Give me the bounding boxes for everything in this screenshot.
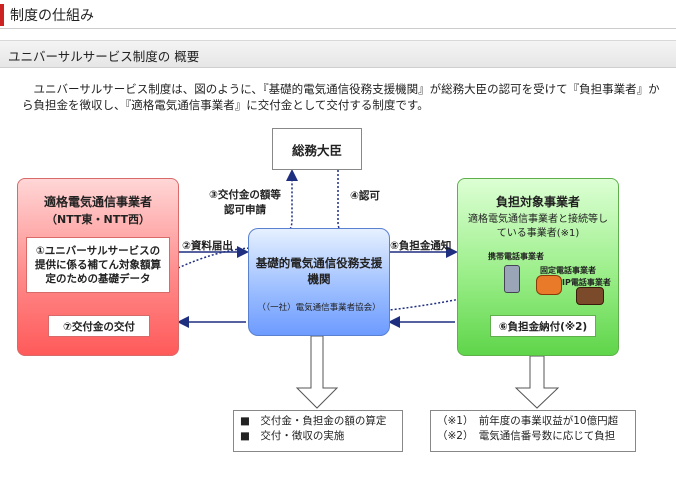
ip-phone-icon (576, 287, 604, 305)
eligible-carrier-box: 適格電気通信事業者 （NTT東・NTT西） ①ユニバーサルサービスの提供に係る補… (17, 178, 179, 356)
page-title: 制度の仕組み (10, 8, 94, 24)
burden-title: 負担対象事業者 (495, 195, 580, 209)
grant-box: ⑦交付金の交付 (48, 315, 150, 337)
minister-box: 総務大臣 (272, 128, 362, 170)
burden-carrier-box: 負担対象事業者 適格電気通信事業者と接続等している事業者(※1) 携帯電話事業者… (457, 178, 619, 356)
arrow-3-label: ③交付金の額等認可申請 (209, 189, 281, 216)
dotted-connector-left (177, 247, 251, 269)
support-agency-box: 基礎的電気通信役務支援機関 （（一社）電気通信事業者協会） (248, 228, 390, 336)
ip-label: IP電話事業者 (562, 278, 611, 287)
intro-text: ユニバーサルサービス制度は、図のように、『基礎的電気通信役務支援機関』が総務大臣… (22, 82, 660, 112)
section-header: ユニバーサルサービス制度の 概要 (0, 40, 676, 68)
minister-label: 総務大臣 (291, 143, 342, 158)
arrow-5-label: ⑤負担金通知 (390, 240, 452, 252)
header-accent-bar (0, 4, 4, 26)
down-arrow-burden (514, 355, 560, 409)
fixed-phone-icon (536, 275, 562, 295)
header-rule (0, 28, 676, 29)
eligible-data-box: ①ユニバーサルサービスの提供に係る補てん対象額算定のための基礎データ (26, 237, 170, 293)
section-title: ユニバーサルサービス制度の 概要 (8, 49, 200, 64)
down-arrow-agency (295, 335, 339, 409)
mobile-label: 携帯電話事業者 (488, 252, 544, 261)
agency-sub: （（一社）電気通信事業者協会） (257, 303, 381, 313)
duty-item: ■ 交付・徴収の実施 (240, 430, 345, 442)
agency-title: 基礎的電気通信役務支援機関 (255, 256, 383, 286)
footnotes-note: （※1） 前年度の事業収益が10億円超 （※2） 電気通信番号数に応じて負担 (430, 410, 636, 452)
pay-box: ⑥負担金納付(※2) (490, 315, 596, 337)
fixed-label: 固定電話事業者 (540, 266, 596, 275)
eligible-title: 適格電気通信事業者 (43, 195, 152, 209)
arrow-4-label: ④認可 (350, 190, 380, 202)
agency-duties-note: ■ 交付金・負担金の額の算定 ■ 交付・徴収の実施 (233, 410, 403, 452)
footnote-1: （※1） 前年度の事業収益が10億円超 (437, 415, 619, 427)
eligible-data-label: ①ユニバーサルサービスの提供に係る補てん対象額算定のための基礎データ (35, 245, 161, 285)
page-header: 制度の仕組み (0, 0, 676, 30)
arrow-2-label: ②資料届出 (182, 240, 233, 252)
duty-item: ■ 交付金・負担金の額の算定 (240, 415, 387, 427)
footnote-2: （※2） 電気通信番号数に応じて負担 (437, 430, 616, 442)
mobile-phone-icon (504, 265, 520, 293)
burden-sub: 適格電気通信事業者と接続等している事業者(※1) (468, 214, 608, 239)
grant-label: ⑦交付金の交付 (63, 321, 135, 333)
eligible-sub: （NTT東・NTT西） (46, 213, 150, 226)
pay-label: ⑥負担金納付(※2) (498, 321, 588, 333)
